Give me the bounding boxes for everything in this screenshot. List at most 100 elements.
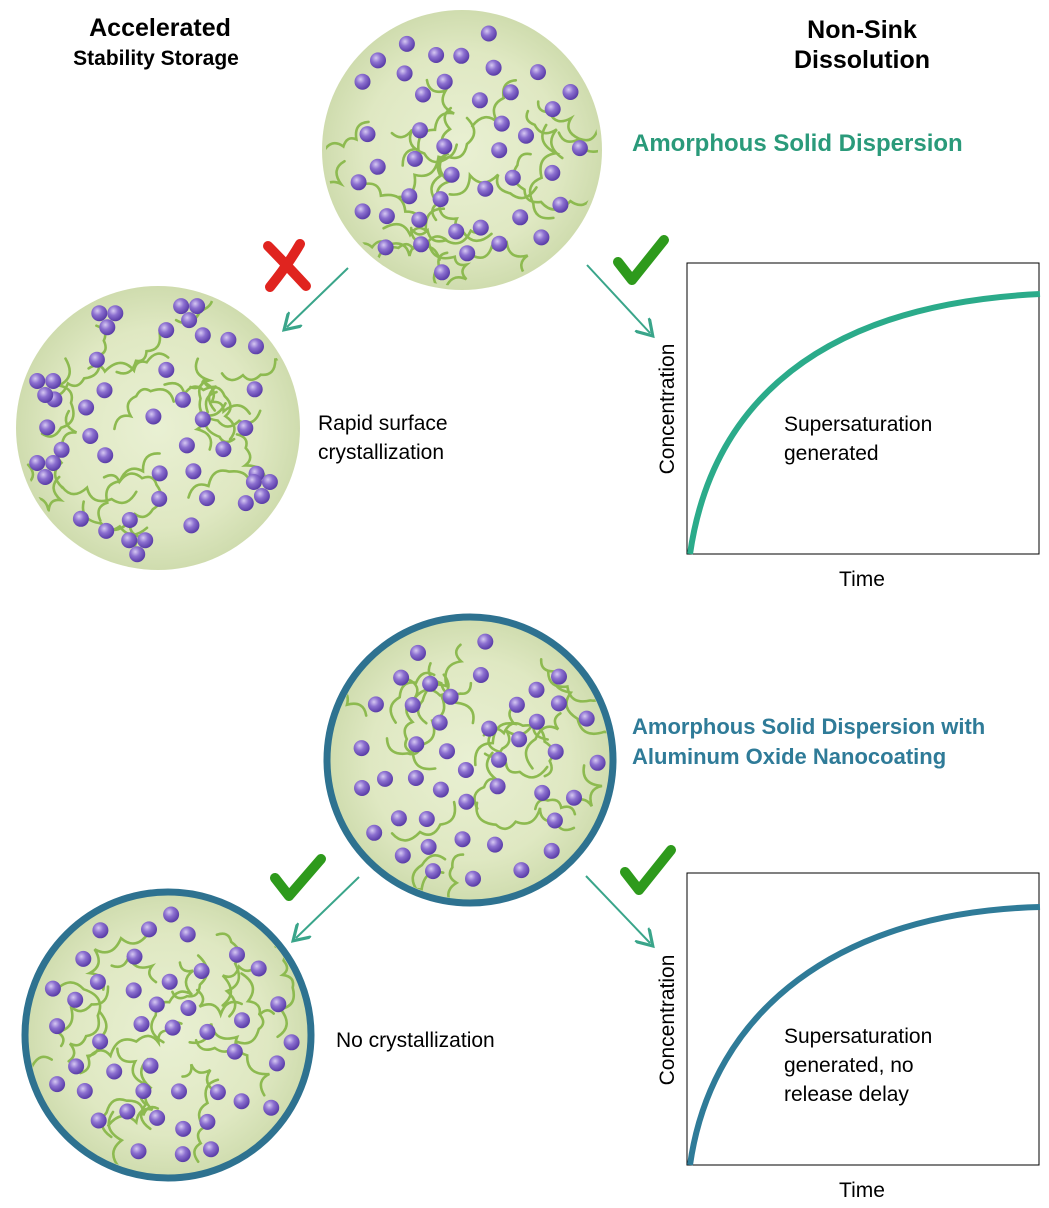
drug-molecule — [350, 174, 367, 191]
drug-molecule — [370, 52, 386, 69]
top-chart-text-line1: Supersaturation — [784, 413, 932, 436]
drug-molecule — [465, 870, 481, 887]
drug-molecule — [502, 84, 519, 101]
drug-molecule — [237, 495, 254, 512]
drug-molecule — [418, 811, 435, 827]
drug-molecule — [434, 264, 450, 281]
drug-molecule — [552, 196, 569, 213]
drug-molecule — [354, 780, 370, 796]
drug-molecule — [377, 239, 394, 256]
polymer-chain — [115, 331, 162, 375]
drug-molecule — [141, 921, 157, 938]
bottom-title-line2: Aluminum Oxide Nanocoating — [632, 744, 947, 769]
drug-molecule — [106, 1063, 123, 1080]
checkmark-icon — [270, 854, 326, 901]
drug-molecule — [411, 211, 428, 228]
drug-molecule — [359, 126, 376, 143]
drug-molecule — [420, 838, 437, 855]
drug-molecule — [185, 463, 202, 480]
drug-molecule — [220, 331, 237, 348]
header-left-line2: Stability Storage — [73, 47, 239, 70]
drug-molecule — [45, 373, 62, 389]
drug-molecule — [551, 668, 567, 685]
drug-molecule — [158, 322, 175, 339]
drug-molecule — [37, 387, 54, 403]
drug-molecule — [472, 667, 489, 683]
drug-molecule — [454, 831, 471, 848]
drug-molecule — [121, 532, 138, 549]
drug-molecule — [37, 469, 54, 485]
drug-molecule — [544, 101, 561, 118]
polymer-chain — [326, 120, 370, 207]
drug-molecule — [562, 84, 579, 100]
drug-molecule — [398, 35, 415, 52]
drug-molecule — [161, 973, 178, 990]
polymer-chain — [528, 123, 561, 220]
polymer-chain — [401, 870, 445, 899]
drug-molecule — [119, 1103, 136, 1120]
drug-molecule — [49, 1018, 66, 1035]
drug-molecule — [485, 59, 502, 76]
drug-molecule — [491, 235, 508, 252]
drug-molecule — [180, 1000, 197, 1016]
drug-molecule — [428, 47, 445, 63]
drug-molecule — [151, 490, 168, 507]
particle-body — [21, 888, 315, 1182]
drug-molecule — [189, 298, 206, 315]
drug-molecule — [82, 428, 99, 444]
drug-molecule — [390, 810, 407, 827]
drug-molecule — [88, 351, 105, 368]
x-mark-icon — [263, 239, 311, 292]
drug-molecule — [432, 781, 449, 798]
drug-molecule — [543, 842, 560, 859]
drug-molecule — [193, 963, 210, 979]
drug-molecule — [237, 420, 254, 436]
drug-molecule — [283, 1034, 300, 1051]
drug-molecule — [233, 1093, 250, 1110]
drug-molecule — [234, 1012, 250, 1029]
drug-molecule — [448, 223, 465, 240]
drug-molecule — [491, 751, 507, 768]
drug-molecule — [174, 1146, 191, 1163]
drug-molecule — [158, 361, 175, 378]
drug-molecule — [404, 697, 421, 713]
drug-molecule — [533, 229, 550, 246]
polymer-chain — [406, 678, 475, 725]
drug-molecule — [534, 784, 551, 801]
polymer-chain — [473, 703, 518, 767]
drug-molecule — [367, 696, 384, 713]
polymer-chain — [113, 387, 175, 431]
drug-molecule — [354, 203, 371, 220]
checkmark-icon — [620, 845, 676, 895]
drug-molecule — [491, 142, 508, 159]
drug-molecule — [248, 338, 264, 355]
polymer-chain — [187, 469, 252, 499]
drug-molecule — [148, 996, 165, 1013]
drug-molecule — [425, 863, 441, 880]
drug-molecule — [511, 731, 528, 748]
drug-molecule — [199, 1023, 216, 1040]
drug-molecule — [366, 824, 383, 841]
asd-particle-coated-stored — [21, 888, 315, 1182]
drug-molecule — [44, 980, 61, 997]
particle-body — [323, 613, 617, 907]
drug-molecule — [493, 115, 510, 132]
drug-molecule — [439, 743, 455, 760]
asd-particle-crystallized — [16, 286, 300, 570]
bottom-chart-curve — [687, 904, 1041, 1166]
drug-molecule — [226, 1043, 243, 1060]
drug-molecule — [530, 64, 546, 81]
top-title: Amorphous Solid Dispersion — [632, 130, 963, 157]
drug-molecule — [512, 209, 529, 226]
bottom-chart-xlabel: Time — [839, 1179, 885, 1202]
drug-molecule — [107, 305, 124, 322]
drug-molecule — [29, 455, 46, 471]
drug-molecule — [477, 633, 494, 650]
bottom-title-line1: Amorphous Solid Dispersion with — [632, 714, 986, 739]
drug-molecule — [72, 510, 89, 527]
bottom-chart-text-line2: generated, no — [784, 1054, 914, 1077]
drug-molecule — [377, 770, 393, 787]
drug-molecule — [544, 164, 561, 181]
drug-molecule — [178, 437, 195, 454]
asd-particle-top — [322, 10, 602, 290]
